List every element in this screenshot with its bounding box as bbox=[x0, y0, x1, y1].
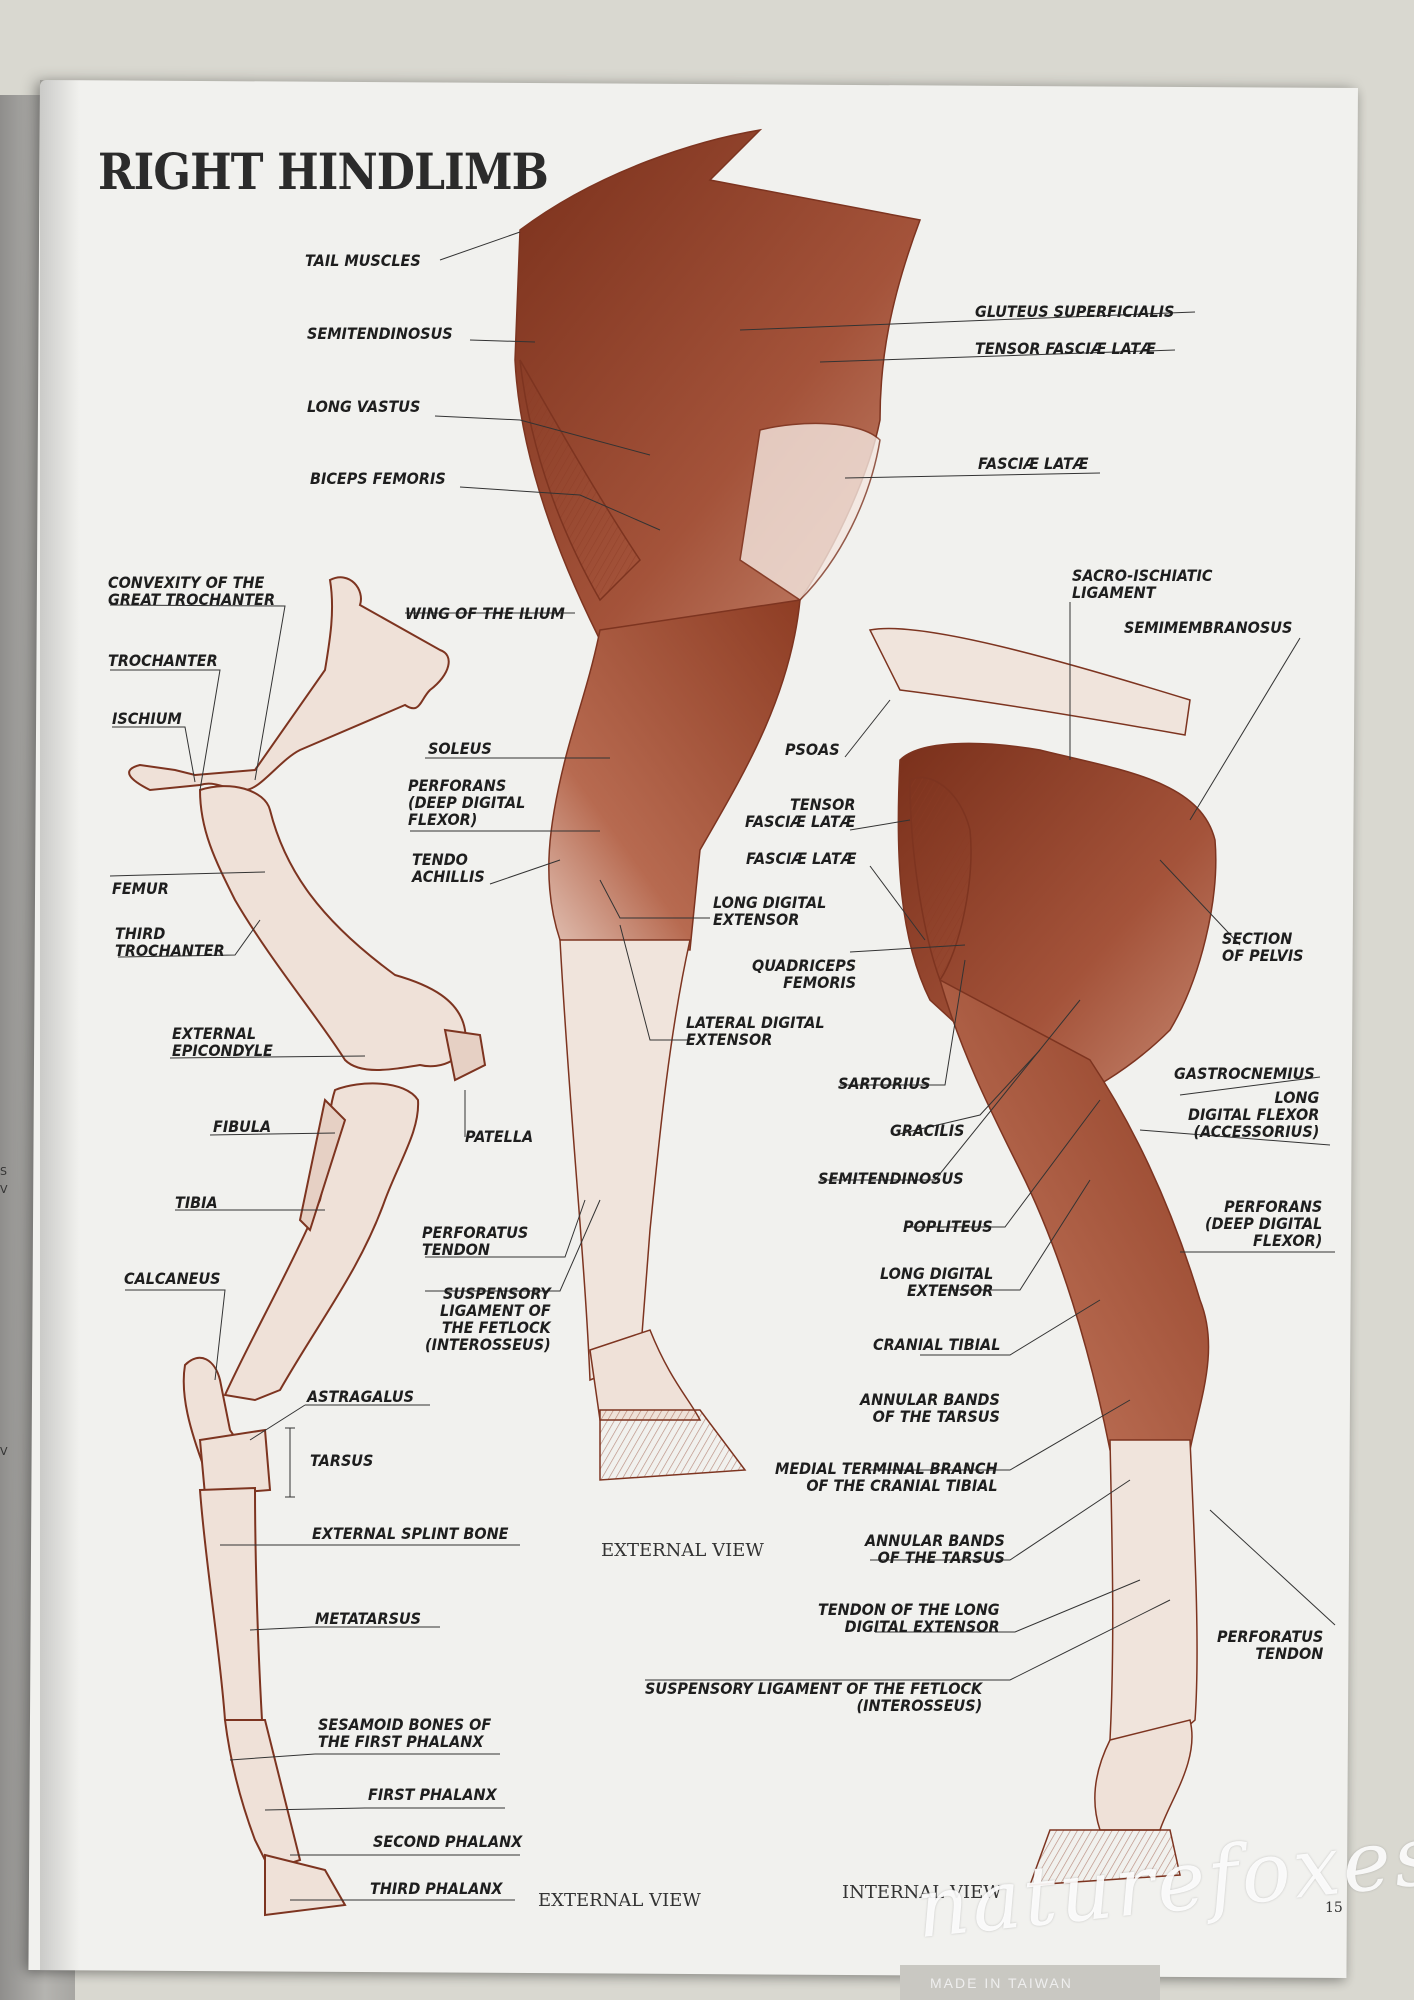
label-external-splint-bone: EXTERNAL SPLINT BONE bbox=[312, 1524, 509, 1543]
skeleton-figure bbox=[128, 576, 487, 1917]
label-suspensory-mid: SUSPENSORY LIGAMENT OF THE FETLOCK (INTE… bbox=[425, 1284, 551, 1354]
label-tensor-fasciae-latae-top: TENSOR FASCIÆ LATÆ bbox=[975, 339, 1156, 358]
label-cranial-tibial: CRANIAL TIBIAL bbox=[873, 1335, 1001, 1354]
page-title: RIGHT HINDLIMB bbox=[98, 142, 549, 201]
label-perforans-left: PERFORANS (DEEP DIGITAL FLEXOR) bbox=[408, 776, 526, 829]
label-second-phalanx: SECOND PHALANX bbox=[373, 1832, 523, 1851]
quadriceps-muscle bbox=[909, 776, 972, 982]
label-long-digital-extensor-int: LONG DIGITAL EXTENSOR bbox=[880, 1264, 994, 1300]
label-tendo-achillis: TENDO ACHILLIS bbox=[412, 850, 485, 886]
label-gastrocnemius: GASTROCNEMIUS bbox=[1174, 1064, 1315, 1083]
label-sacro-ischiatic: SACRO-ISCHIATIC LIGAMENT bbox=[1072, 566, 1213, 602]
label-popliteus: POPLITEUS bbox=[903, 1217, 993, 1236]
label-perforatus-tendon-mid: PERFORATUS TENDON bbox=[422, 1223, 529, 1259]
cannon-internal bbox=[1109, 1439, 1198, 1761]
label-semimembranosus: SEMIMEMBRANOSUS bbox=[1124, 618, 1293, 637]
label-fasciae-latae-top: FASCIÆ LATÆ bbox=[978, 454, 1089, 473]
label-long-vastus: LONG VASTUS bbox=[307, 397, 421, 416]
label-metatarsus: METATARSUS bbox=[315, 1609, 422, 1628]
leader-lines bbox=[109, 231, 1336, 1901]
internal-muscle-figure bbox=[868, 627, 1217, 1886]
label-medial-terminal-branch: MEDIAL TERMINAL BRANCH OF THE CRANIAL TI… bbox=[775, 1459, 998, 1495]
hip-muscle-mass bbox=[514, 128, 922, 641]
label-tail-muscles: TAIL MUSCLES bbox=[305, 251, 421, 270]
label-tensor-fasciae-latae-int: TENSOR FASCIÆ LATÆ bbox=[745, 795, 856, 831]
caption-external-view-muscles: EXTERNAL VIEW bbox=[601, 1540, 764, 1561]
label-tendon-long-digital-extensor: TENDON OF THE LONG DIGITAL EXTENSOR bbox=[818, 1600, 1000, 1636]
bottom-strip: MADE IN TAIWAN bbox=[900, 1965, 1160, 2000]
biceps-femoris-muscle bbox=[519, 359, 641, 602]
caption-external-view-skeleton: EXTERNAL VIEW bbox=[538, 1890, 701, 1911]
label-biceps-femoris: BICEPS FEMORIS bbox=[310, 469, 446, 488]
label-tibia: TIBIA bbox=[175, 1193, 218, 1212]
label-ischium: ISCHIUM bbox=[112, 709, 182, 728]
fibula-bone bbox=[298, 1097, 347, 1232]
label-trochanter: TROCHANTER bbox=[108, 651, 218, 670]
page-number: 15 bbox=[1325, 1900, 1343, 1916]
label-psoas: PSOAS bbox=[785, 740, 840, 759]
tarsus-bones bbox=[198, 1428, 272, 1497]
label-fibula: FIBULA bbox=[213, 1117, 272, 1136]
hoof-bone bbox=[264, 1853, 347, 1917]
pelvis-bone bbox=[128, 576, 450, 792]
label-long-digital-flexor: LONG DIGITAL FLEXOR (ACCESSORIUS) bbox=[1188, 1088, 1320, 1141]
label-first-phalanx: FIRST PHALANX bbox=[368, 1785, 497, 1804]
external-muscle-figure bbox=[514, 128, 922, 1481]
label-perforans-right: PERFORANS (DEEP DIGITAL FLEXOR) bbox=[1205, 1197, 1323, 1250]
label-soleus: SOLEUS bbox=[428, 739, 492, 758]
pelvis-section bbox=[868, 627, 1191, 736]
label-wing-of-ilium: WING OF THE ILIUM bbox=[405, 604, 565, 623]
label-semitendinosus-top: SEMITENDINOSUS bbox=[307, 324, 453, 343]
fascia-latae-sheen bbox=[739, 422, 881, 601]
bottom-strip-text: MADE IN TAIWAN bbox=[930, 1975, 1073, 1991]
cannon-bone bbox=[198, 1486, 264, 1747]
label-perforatus-tendon-right: PERFORATUS TENDON bbox=[1217, 1627, 1324, 1663]
label-sesamoid: SESAMOID BONES OF THE FIRST PHALANX bbox=[318, 1715, 492, 1751]
pastern-bones bbox=[223, 1719, 302, 1872]
left-page-fragment: V bbox=[0, 1183, 8, 1196]
label-quadriceps-femoris: QUADRICEPS FEMORIS bbox=[752, 956, 857, 992]
label-suspensory-bottom: SUSPENSORY LIGAMENT OF THE FETLOCK (INTE… bbox=[645, 1679, 983, 1715]
label-tarsus: TARSUS bbox=[310, 1451, 374, 1470]
label-patella: PATELLA bbox=[465, 1127, 534, 1146]
label-third-phalanx: THIRD PHALANX bbox=[370, 1879, 503, 1898]
label-sartorius: SARTORIUS bbox=[838, 1074, 931, 1093]
hoof-external bbox=[599, 1409, 747, 1481]
label-gracilis: GRACILIS bbox=[890, 1121, 965, 1140]
gaskin-muscle bbox=[548, 599, 801, 951]
fetlock-internal bbox=[1094, 1719, 1193, 1831]
hoof-internal bbox=[1028, 1829, 1181, 1886]
label-annular-bands-2: ANNULAR BANDS OF THE TARSUS bbox=[865, 1531, 1005, 1567]
label-calcaneus: CALCANEUS bbox=[124, 1269, 221, 1288]
left-page-fragment: V bbox=[0, 1445, 8, 1458]
label-third-trochanter: THIRD TROCHANTER bbox=[115, 924, 225, 960]
label-lateral-digital-extensor: LATERAL DIGITAL EXTENSOR bbox=[686, 1013, 825, 1049]
label-external-epicondyle: EXTERNAL EPICONDYLE bbox=[172, 1024, 273, 1060]
shank-tendons bbox=[559, 939, 691, 1382]
patella-bone bbox=[443, 1028, 487, 1082]
gutter-shadow bbox=[40, 80, 80, 1970]
left-page-fragment: S bbox=[0, 1165, 7, 1178]
label-section-of-pelvis: SECTION OF PELVIS bbox=[1222, 929, 1304, 965]
label-fasciae-latae-int: FASCIÆ LATÆ bbox=[746, 849, 857, 868]
label-annular-bands-1: ANNULAR BANDS OF THE TARSUS bbox=[860, 1390, 1000, 1426]
label-semitendinosus-int: SEMITENDINOSUS bbox=[818, 1169, 964, 1188]
label-femur: FEMUR bbox=[112, 879, 169, 898]
label-gluteus-superficialis: GLUTEUS SUPERFICIALIS bbox=[975, 302, 1175, 321]
label-astragalus: ASTRAGALUS bbox=[307, 1387, 414, 1406]
caption-internal-view: INTERNAL VIEW bbox=[842, 1882, 1002, 1903]
label-long-digital-extensor-mid: LONG DIGITAL EXTENSOR bbox=[713, 893, 827, 929]
label-convexity: CONVEXITY OF THE GREAT TROCHANTER bbox=[108, 573, 276, 609]
